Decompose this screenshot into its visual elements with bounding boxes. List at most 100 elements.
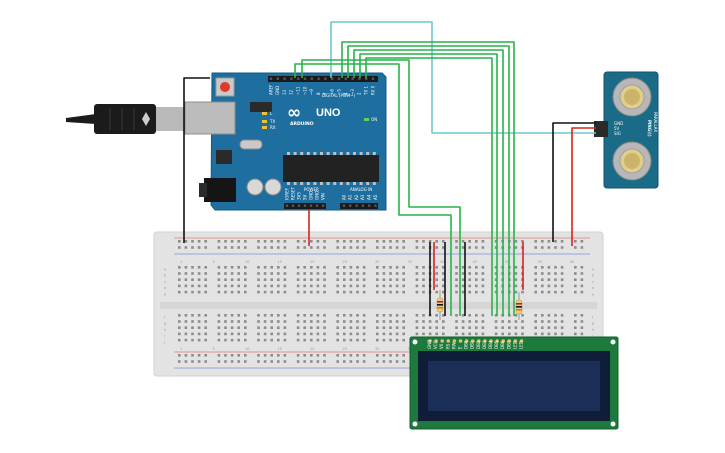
breadboard-hole xyxy=(323,246,326,249)
breadboard-hole xyxy=(422,284,425,288)
breadboard-hole xyxy=(461,266,465,269)
pin-label: 13 xyxy=(282,89,287,95)
breadboard-hole xyxy=(303,246,306,249)
breadboard-hole xyxy=(270,354,273,357)
breadboard-hole xyxy=(224,360,227,363)
breadboard-hole xyxy=(310,278,313,281)
breadboard-hole xyxy=(422,332,425,336)
resistor-1 xyxy=(436,290,444,320)
breadboard-hole xyxy=(197,272,201,275)
breadboard-hole xyxy=(257,272,260,275)
column-number: 60 xyxy=(570,260,574,264)
breadboard-hole xyxy=(475,320,478,323)
chip-leg xyxy=(300,182,304,185)
breadboard-hole xyxy=(554,246,557,249)
breadboard-hole xyxy=(435,290,438,294)
breadboard-hole xyxy=(402,266,405,269)
header-pin xyxy=(342,204,346,207)
breadboard-hole xyxy=(514,266,518,269)
breadboard-hole xyxy=(376,320,379,323)
pin-label: A5 xyxy=(373,194,378,200)
header-pin xyxy=(355,204,358,207)
breadboard-hole xyxy=(184,272,188,275)
breadboard-hole xyxy=(224,354,227,357)
breadboard-hole xyxy=(178,314,181,317)
sensor-pin-header xyxy=(594,121,608,137)
chip-leg xyxy=(333,182,337,185)
pin-label: 2 xyxy=(357,92,362,95)
breadboard-hole xyxy=(541,246,544,249)
lcd-pin xyxy=(489,339,493,343)
lcd-pin-label: DB7 xyxy=(506,340,511,349)
breadboard-hole xyxy=(534,266,537,269)
breadboard-hole xyxy=(382,360,386,363)
breadboard-hole xyxy=(376,314,379,317)
breadboard-hole xyxy=(224,320,227,323)
breadboard-hole xyxy=(402,272,405,275)
column-number: 20 xyxy=(310,260,314,264)
atmega-chip xyxy=(283,155,379,182)
column-number: 45 xyxy=(473,260,477,264)
breadboard-hole xyxy=(376,266,379,269)
breadboard-hole xyxy=(263,360,267,363)
breadboard-hole xyxy=(230,360,234,363)
breadboard-hole xyxy=(349,326,353,329)
breadboard-hole xyxy=(296,246,300,249)
header-pin xyxy=(349,204,352,207)
breadboard-hole xyxy=(270,290,273,294)
breadboard-hole xyxy=(303,314,306,317)
breadboard-hole xyxy=(349,320,353,323)
breadboard-hole xyxy=(296,272,300,275)
breadboard-hole xyxy=(197,338,201,342)
breadboard-hole xyxy=(178,326,181,329)
breadboard-hole xyxy=(191,332,194,336)
breadboard-hole xyxy=(191,360,194,363)
breadboard-hole xyxy=(461,246,465,249)
breadboard-hole xyxy=(521,320,524,323)
breadboard-hole xyxy=(481,272,485,275)
header-pin xyxy=(303,204,307,207)
pin-label: ~11 xyxy=(296,86,301,95)
breadboard-hole xyxy=(435,266,438,269)
pin-label: ~9 xyxy=(309,89,314,95)
breadboard-hole xyxy=(356,284,359,288)
chip-leg xyxy=(339,152,343,155)
breadboard-hole xyxy=(263,246,267,249)
breadboard-hole xyxy=(296,278,300,281)
pin-label: 5V xyxy=(302,194,307,200)
breadboard-hole xyxy=(547,272,551,275)
breadboard-hole xyxy=(461,272,465,275)
breadboard-hole xyxy=(514,326,518,329)
chip-leg xyxy=(313,152,317,155)
breadboard-hole xyxy=(475,272,478,275)
breadboard-hole xyxy=(237,240,240,243)
breadboard-hole xyxy=(494,272,498,275)
lcd-pin xyxy=(470,339,475,343)
breadboard-hole xyxy=(191,326,194,329)
breadboard-hole xyxy=(415,332,419,336)
breadboard-hole xyxy=(461,332,465,336)
lcd-pin-label: VCC xyxy=(433,340,438,349)
breadboard-hole xyxy=(336,240,339,243)
breadboard-hole xyxy=(263,290,267,294)
breadboard-hole xyxy=(178,290,181,294)
breadboard-hole xyxy=(534,320,537,323)
breadboard-hole xyxy=(349,354,353,357)
wire-sig-teal xyxy=(330,21,596,134)
breadboard-hole xyxy=(323,338,326,342)
breadboard-hole xyxy=(356,338,359,342)
breadboard-hole xyxy=(481,240,485,243)
l-led-label: L xyxy=(270,111,273,116)
breadboard-hole xyxy=(402,320,405,323)
breadboard-hole xyxy=(296,290,300,294)
breadboard-hole xyxy=(442,314,445,317)
arduino-brand-label: ARDUINO xyxy=(290,121,314,127)
breadboard-hole xyxy=(343,314,346,317)
breadboard-hole xyxy=(514,314,518,317)
breadboard-hole xyxy=(296,314,300,317)
reset-button-cap[interactable] xyxy=(220,82,230,92)
breadboard-hole xyxy=(343,320,346,323)
breadboard-hole xyxy=(277,240,280,243)
breadboard-hole xyxy=(580,314,584,317)
breadboard-hole xyxy=(376,360,379,363)
